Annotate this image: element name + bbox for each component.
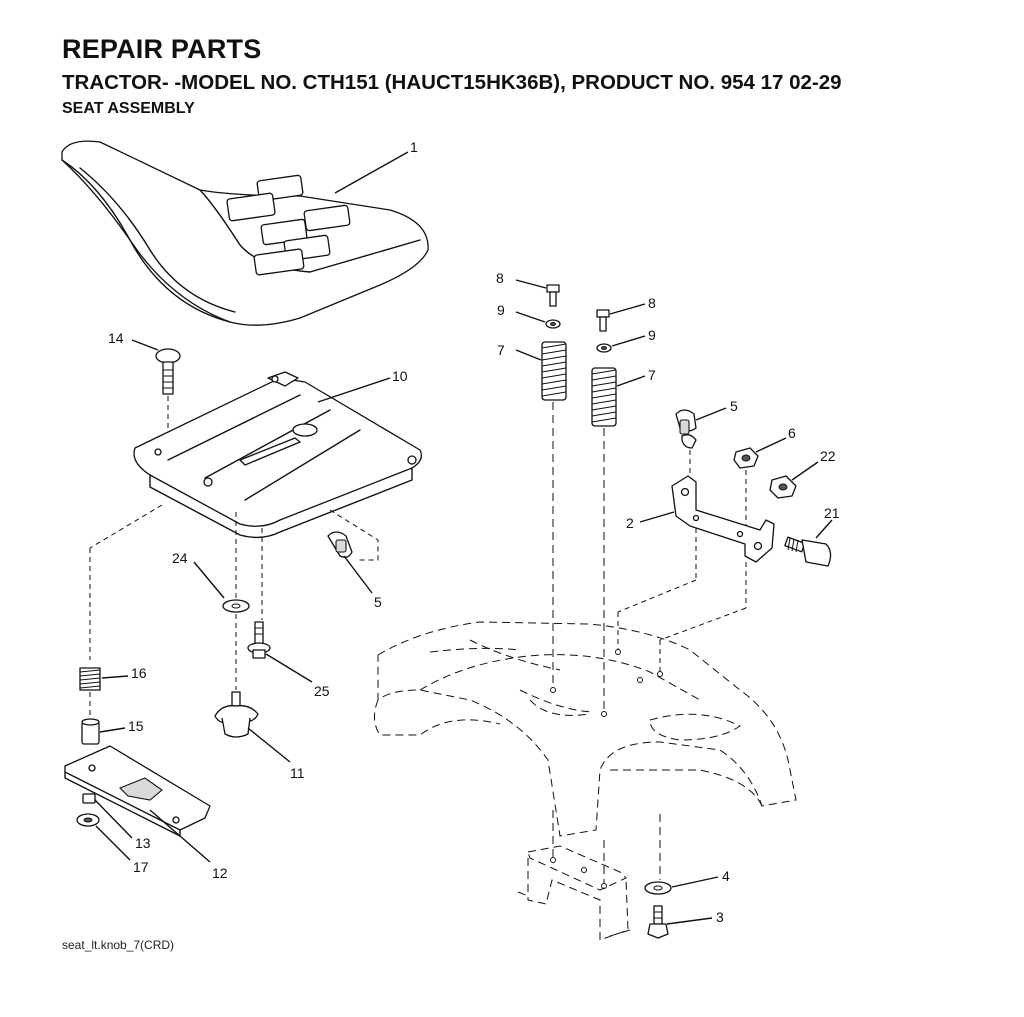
leader-17 (95, 825, 131, 861)
leader-7-left (515, 349, 542, 361)
clip-left-part (327, 509, 379, 561)
callout-5-left: 5 (374, 594, 382, 610)
mount-bracket-part (671, 475, 775, 563)
callout-3: 3 (716, 909, 724, 925)
callout-6: 6 (788, 425, 796, 441)
bracket-plate-part (64, 745, 211, 837)
model-subtitle: TRACTOR- -MODEL NO. CTH151 (HAUCT15HK36B… (62, 71, 842, 94)
leader-4 (671, 876, 719, 888)
leader-7-right (616, 375, 646, 387)
callout-24: 24 (172, 550, 188, 566)
callout-8-left: 8 (496, 270, 504, 286)
leader-21 (815, 519, 833, 539)
callout-2: 2 (626, 515, 634, 531)
drawing-id: seat_lt.knob_7(CRD) (62, 938, 175, 952)
leader-9-left (515, 311, 546, 323)
spring-16-part (79, 667, 101, 691)
spring-7-left-part (541, 341, 567, 401)
callout-9-left: 9 (497, 302, 505, 318)
bolt-3-part (647, 905, 669, 939)
leader-1 (334, 151, 409, 194)
callout-7-right: 7 (648, 367, 656, 383)
callout-1: 1 (410, 139, 418, 155)
bushing-part (81, 718, 100, 745)
callout-15: 15 (128, 718, 144, 734)
leader-24 (193, 561, 225, 599)
callout-25: 25 (314, 683, 330, 699)
callout-17: 17 (133, 859, 149, 875)
washer-4-part (644, 881, 672, 895)
leader-2 (639, 511, 675, 523)
nut-22-part (769, 475, 797, 499)
lower-mount-outline (517, 845, 631, 941)
callout-22: 22 (820, 448, 836, 464)
callout-16: 16 (131, 665, 147, 681)
leader-5-right (695, 407, 727, 421)
leader-25 (265, 653, 313, 683)
shoulder-bolt-part (247, 621, 271, 659)
spring-7-right-part (591, 367, 617, 427)
callout-9-right: 9 (648, 327, 656, 343)
callout-13: 13 (135, 835, 151, 851)
leader-10 (317, 377, 391, 403)
page-title: REPAIR PARTS (62, 34, 262, 64)
washer-9-left-part (545, 319, 561, 329)
callout-14: 14 (108, 330, 124, 346)
section-title: SEAT ASSEMBLY (62, 100, 195, 117)
callout-12: 12 (212, 865, 228, 881)
washer-24-part (222, 599, 250, 613)
leader-5-left (343, 555, 373, 594)
callout-4: 4 (722, 868, 730, 884)
leader-9-right (611, 335, 646, 347)
knob-part (214, 691, 259, 738)
nut-6-part (733, 447, 759, 469)
clip-right-part (675, 409, 697, 449)
callout-21: 21 (824, 505, 840, 521)
leader-15 (99, 727, 126, 733)
leader-22 (791, 461, 819, 481)
bolt-8-left-part (546, 284, 560, 307)
callout-8-right: 8 (648, 295, 656, 311)
nut-13-part (82, 793, 96, 804)
leader-6 (755, 437, 787, 453)
callout-10: 10 (392, 368, 408, 384)
leader-16 (101, 675, 129, 679)
leader-8-right (609, 303, 646, 315)
callout-5-right: 5 (730, 398, 738, 414)
bolt-21-part (784, 536, 832, 567)
washer-9-right-part (596, 343, 612, 353)
fender-outline (374, 621, 797, 837)
bolt-8-right-part (596, 309, 610, 332)
seat-part (61, 140, 429, 326)
leader-14 (131, 339, 159, 351)
leader-13 (94, 799, 133, 839)
leader-8-left (515, 279, 547, 289)
callout-7-left: 7 (497, 342, 505, 358)
leader-3 (666, 917, 713, 925)
seat-pan-part (133, 371, 423, 539)
carriage-bolt-part (155, 348, 181, 395)
leader-11 (247, 727, 291, 763)
nut-17-part (76, 813, 100, 827)
leader-12 (149, 809, 211, 863)
callout-11: 11 (290, 765, 305, 781)
